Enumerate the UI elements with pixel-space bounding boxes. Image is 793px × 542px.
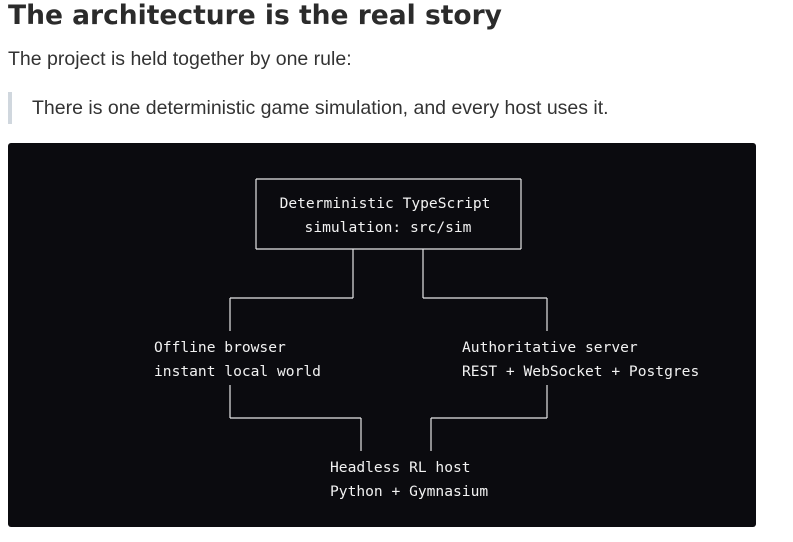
sim-box xyxy=(255,178,522,250)
connector-sim-to-server xyxy=(422,249,548,331)
sim-label-line1: Deterministic TypeScript xyxy=(280,195,491,212)
architecture-diagram-code-block: Deterministic TypeScript simulation: src… xyxy=(8,143,756,527)
blockquote-text: There is one deterministic game simulati… xyxy=(32,97,609,119)
offline-label-line1: Offline browser xyxy=(154,339,286,356)
architecture-diagram: Deterministic TypeScript simulation: src… xyxy=(154,178,699,500)
connector-offline-to-rl xyxy=(229,385,362,451)
rl-label-line1: Headless RL host xyxy=(330,459,471,476)
sim-label-line2: simulation: src/sim xyxy=(305,219,472,236)
connector-server-to-rl xyxy=(430,385,548,451)
blockquote: There is one deterministic game simulati… xyxy=(8,92,752,124)
server-label-line2: REST + WebSocket + Postgres xyxy=(462,363,699,380)
server-label-line1: Authoritative server xyxy=(462,339,638,356)
section-heading: The architecture is the real story xyxy=(8,0,502,31)
offline-label-line2: instant local world xyxy=(154,363,321,380)
rl-label-line2: Python + Gymnasium xyxy=(330,483,488,500)
connector-sim-to-offline xyxy=(229,249,354,331)
intro-paragraph: The project is held together by one rule… xyxy=(8,48,352,70)
